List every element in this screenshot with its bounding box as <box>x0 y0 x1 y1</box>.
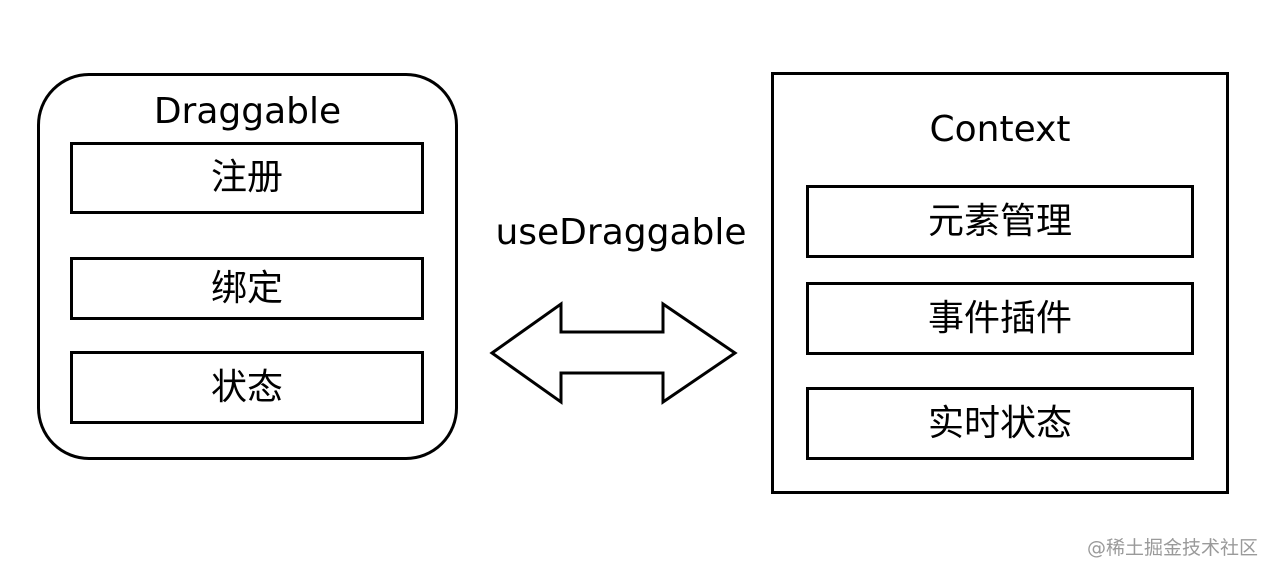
draggable-item-label: 状态 <box>210 366 283 408</box>
context-title: Context <box>929 109 1071 150</box>
watermark: @稀土掘金技术社区 <box>1086 537 1258 559</box>
double-arrow-icon <box>489 301 738 405</box>
context-item-element-management: 元素管理 <box>806 185 1194 258</box>
draggable-item-label: 绑定 <box>210 267 283 309</box>
context-item-label: 元素管理 <box>927 200 1072 242</box>
context-item-event-plugins: 事件插件 <box>806 282 1194 355</box>
connector-label: useDraggable <box>495 212 747 253</box>
draggable-item-state: 状态 <box>70 351 424 424</box>
context-item-realtime-state: 实时状态 <box>806 387 1194 460</box>
context-item-label: 实时状态 <box>927 402 1072 444</box>
context-item-label: 事件插件 <box>927 297 1072 339</box>
draggable-item-bind: 绑定 <box>70 257 424 320</box>
draggable-item-register: 注册 <box>70 142 424 214</box>
draggable-title: Draggable <box>153 91 342 132</box>
draggable-item-label: 注册 <box>210 157 283 198</box>
